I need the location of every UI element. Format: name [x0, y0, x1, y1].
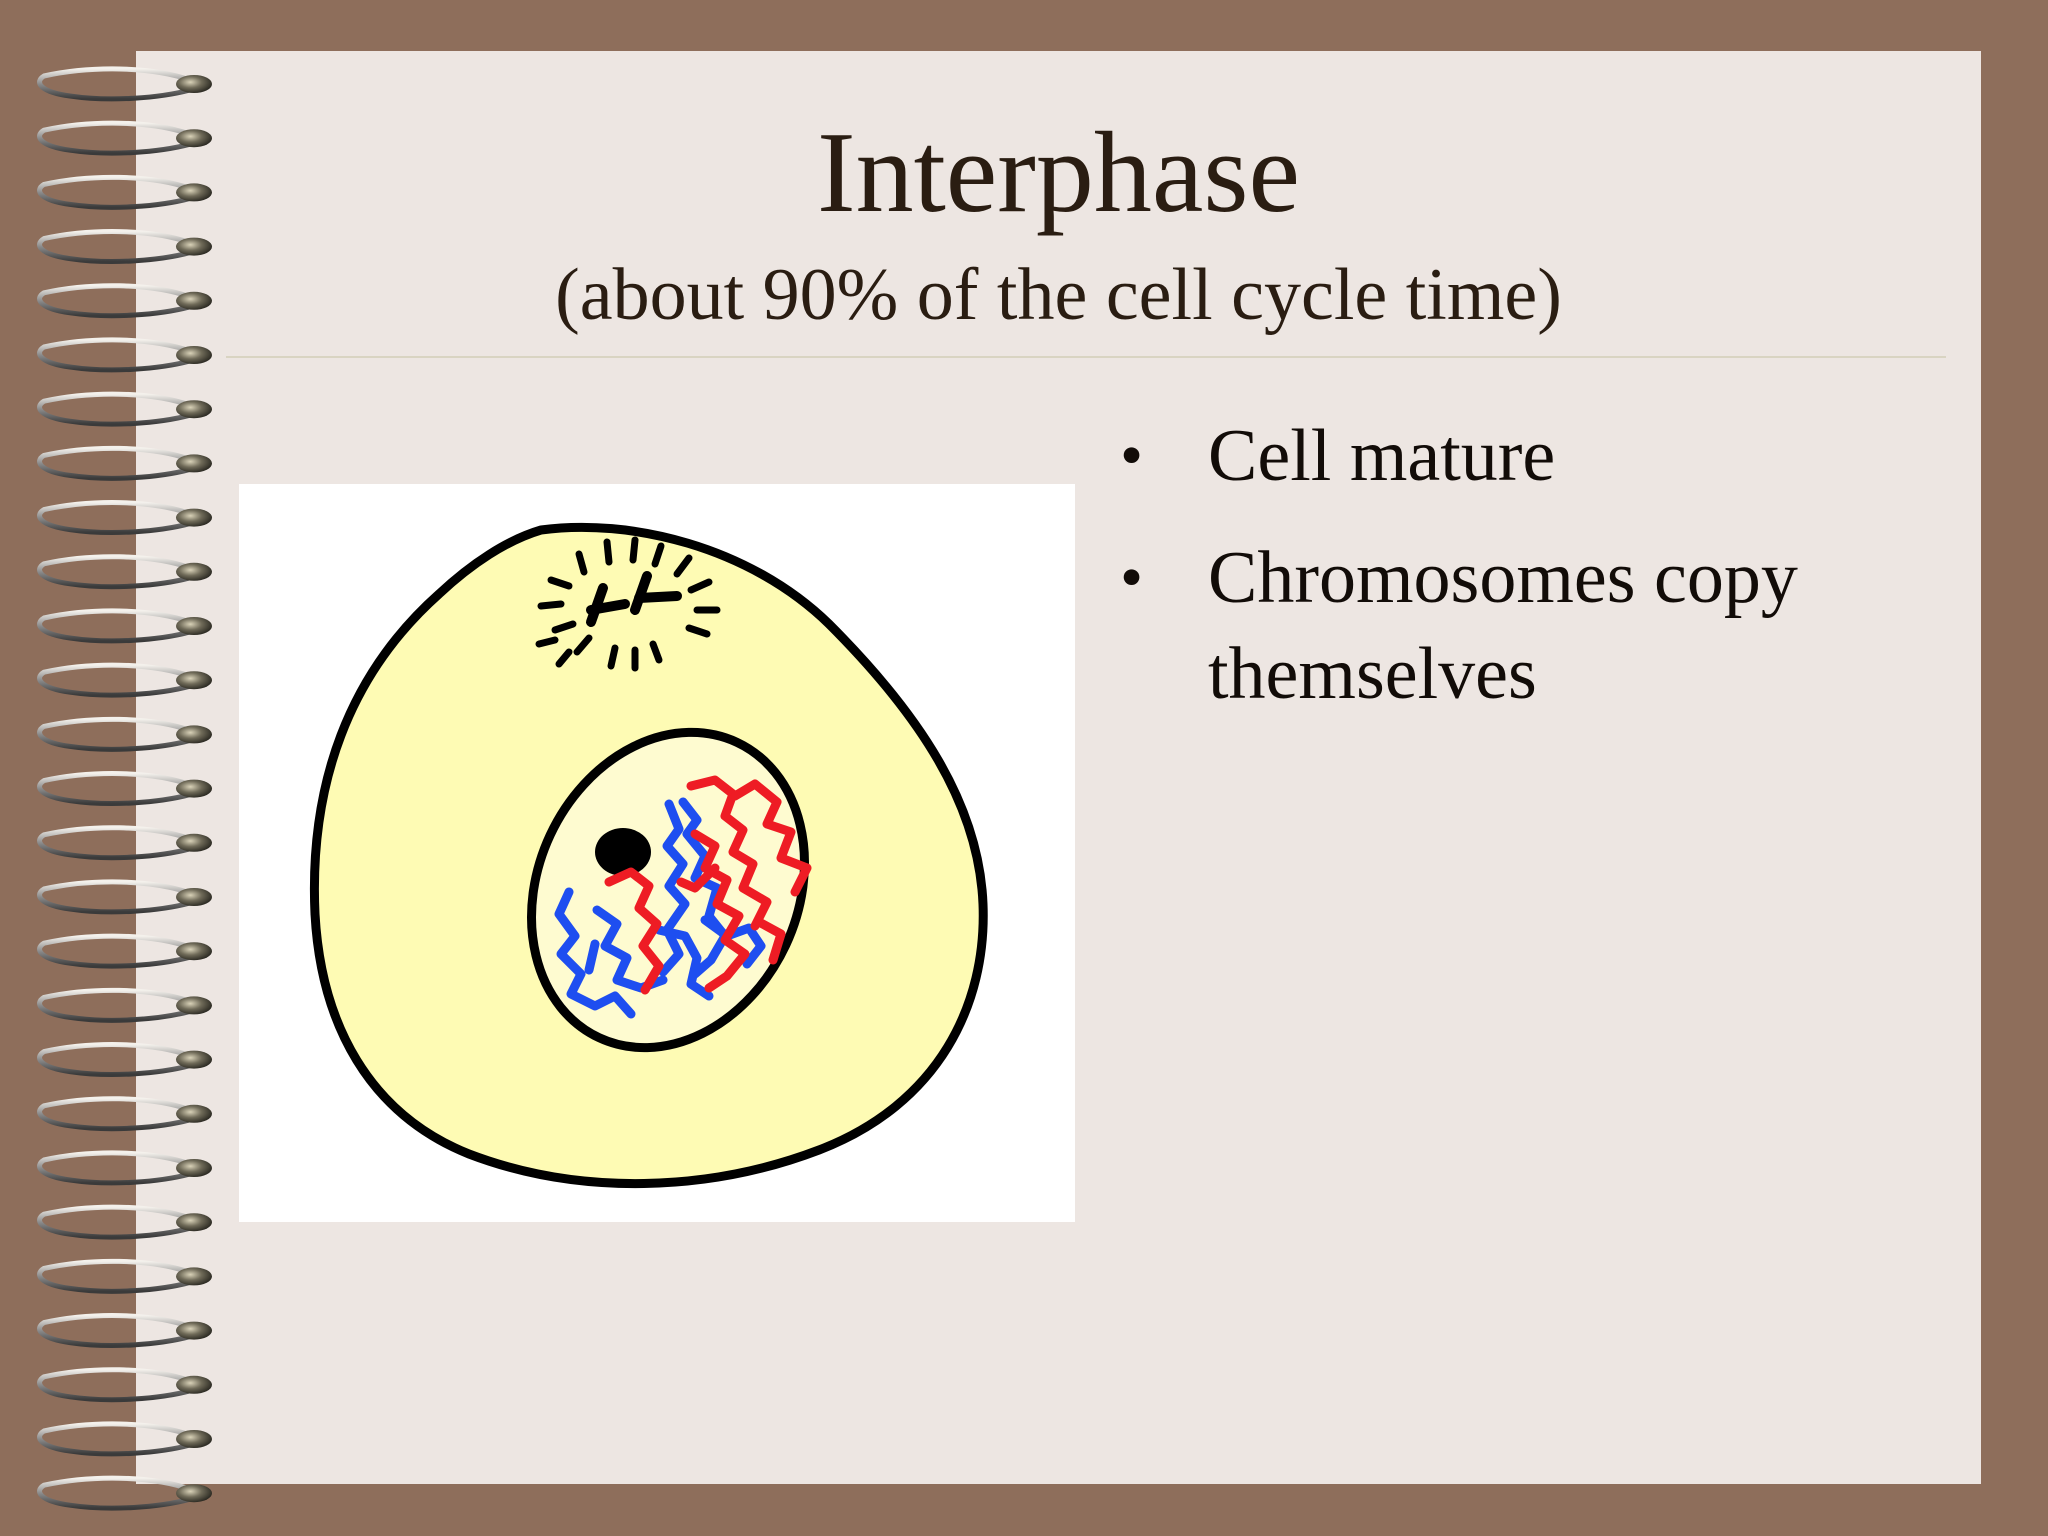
- centrioles: [586, 571, 682, 627]
- cell-diagram-icon: [309, 522, 988, 1188]
- spiral-hole: [176, 725, 212, 744]
- spiral-hole: [176, 779, 212, 798]
- spiral-ring-wire: [37, 500, 193, 535]
- spiral-ring-wire: [37, 66, 193, 102]
- spiral-ring-wire: [37, 229, 193, 264]
- bullet-list: • Cell mature • Chromosomes copy themsel…: [1120, 408, 1940, 748]
- spiral-ring-wire: [37, 1367, 193, 1403]
- spiral-ring-wire: [37, 1258, 193, 1294]
- slide-subtitle: (about 90% of the cell cycle time): [555, 254, 1562, 336]
- spiral-hole: [176, 833, 212, 852]
- spiral-ring-wire: [37, 771, 193, 806]
- spiral-ring-wire: [37, 174, 193, 210]
- spiral-ring-wire: [37, 716, 193, 752]
- spiral-hole: [176, 1050, 212, 1069]
- bullet-dot-icon: •: [1120, 419, 1144, 492]
- spiral-ring-wire: [37, 1096, 193, 1132]
- centrosome: [535, 536, 721, 672]
- spiral-ring-wire: [37, 879, 193, 915]
- spiral-hole: [176, 942, 212, 961]
- bullet-dot-icon: •: [1120, 541, 1144, 614]
- spiral-hole: [176, 1104, 212, 1123]
- nucleolus: [595, 828, 651, 876]
- spiral-ring-wire: [37, 445, 193, 481]
- spiral-ring-wire: [37, 662, 193, 698]
- spiral-hole: [176, 888, 212, 906]
- spiral-hole: [176, 454, 212, 473]
- spiral-hole: [176, 400, 212, 419]
- spiral-hole: [176, 1159, 212, 1177]
- bullet-text: Cell mature: [1208, 415, 1556, 497]
- spiral-hole: [176, 1430, 212, 1448]
- bullet-text: Chromosomes copy themselves: [1208, 537, 1798, 715]
- spiral-hole: [176, 1267, 212, 1286]
- slide-title: Interphase: [816, 109, 1301, 237]
- spiral-hole: [176, 671, 212, 690]
- spiral-ring-wire: [37, 1475, 193, 1511]
- spiral-ring-wire: [37, 120, 193, 156]
- spiral-ring-wire: [37, 1421, 193, 1457]
- spiral-ring-wire: [37, 1042, 193, 1077]
- title-divider: [226, 356, 1946, 358]
- spiral-hole: [176, 75, 212, 93]
- spiral-hole: [176, 129, 212, 148]
- spiral-ring-wire: [37, 391, 193, 427]
- spiral-hole: [176, 237, 212, 256]
- spiral-hole: [176, 562, 212, 581]
- spiral-ring-wire: [37, 1150, 193, 1186]
- spiral-hole: [176, 1321, 212, 1340]
- spiral-ring-wire: [37, 337, 193, 373]
- spiral-hole: [176, 1484, 212, 1503]
- spiral-ring-wire: [37, 1204, 193, 1240]
- spiral-ring-wire: [37, 825, 193, 861]
- bullet-item: • Chromosomes copy themselves: [1120, 530, 1940, 722]
- spiral-ring-wire: [37, 608, 193, 644]
- spiral-ring-wire: [37, 283, 193, 319]
- spiral-binding-icon: [37, 66, 212, 1511]
- spiral-hole: [176, 1213, 212, 1232]
- spiral-hole: [176, 1375, 212, 1394]
- spiral-hole: [176, 996, 212, 1015]
- spiral-hole: [176, 508, 212, 527]
- spiral-ring-wire: [37, 554, 193, 590]
- spiral-hole: [176, 617, 212, 635]
- cell-illustration: [239, 484, 1075, 1222]
- spiral-ring-wire: [37, 933, 193, 969]
- spiral-hole: [176, 346, 212, 364]
- spiral-ring-wire: [37, 987, 193, 1023]
- spiral-hole: [176, 183, 212, 202]
- chromatin-red: [604, 775, 812, 995]
- spiral-ring-wire: [37, 1313, 193, 1348]
- spiral-hole: [176, 291, 212, 310]
- bullet-item: • Cell mature: [1120, 408, 1940, 504]
